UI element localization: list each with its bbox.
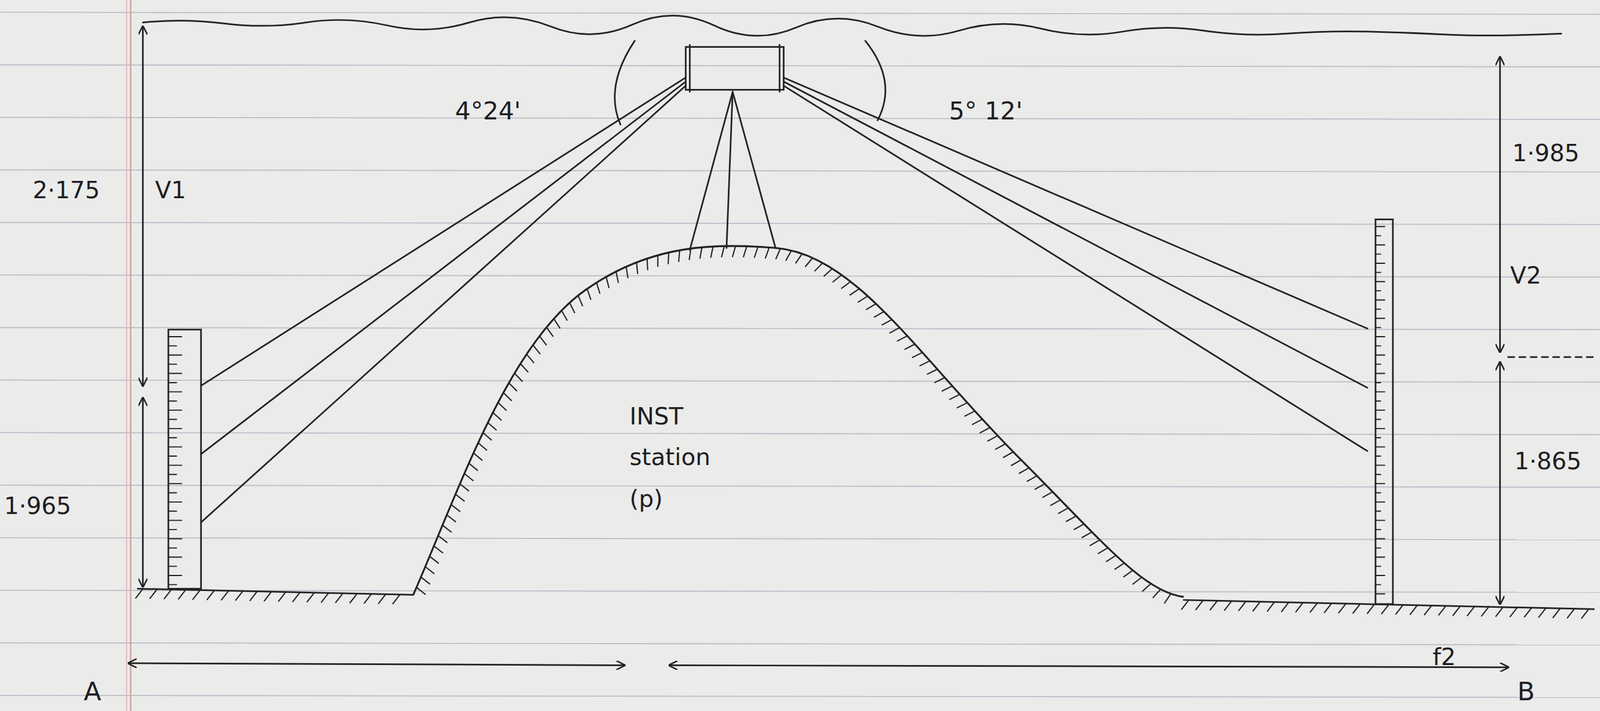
ruled-line [0, 537, 1600, 540]
sight-lines [201, 77, 1368, 523]
distance-arrow [669, 665, 1509, 667]
tripod [689, 91, 733, 251]
ruled-line [0, 432, 1600, 435]
ruled-line [0, 275, 1600, 278]
ruled-line [0, 65, 1600, 67]
hill-hatching [416, 245, 1171, 604]
levelling-staff [168, 329, 202, 589]
ruled-line [0, 327, 1600, 330]
angle-arc [865, 40, 886, 120]
dimension-symbol: V2 [1510, 263, 1542, 289]
dimension-symbol: V1 [155, 177, 187, 203]
point-label: B [1517, 677, 1535, 706]
instrument [685, 47, 784, 91]
ground-hatching [135, 588, 1589, 618]
datum-line [142, 15, 1562, 36]
dashed-level [1508, 356, 1598, 359]
ruled-line [0, 12, 1600, 15]
dimension-line [142, 26, 144, 386]
hill-outline [413, 244, 1184, 598]
distance-arrow [128, 663, 625, 666]
margin-line [125, 0, 128, 711]
ruled-line [0, 695, 1600, 698]
hill-profile [413, 245, 1184, 598]
dimension-line [1499, 362, 1501, 605]
ruled-line [0, 222, 1600, 225]
ruled-lines [0, 12, 1600, 698]
levelling-staff [1375, 219, 1393, 604]
point-label: A [83, 677, 101, 706]
margin-line [129, 0, 132, 711]
dimension-line [1499, 57, 1501, 353]
dimension-line [142, 398, 144, 587]
ruled-line [0, 170, 1600, 172]
tripod [732, 91, 776, 249]
hill-station: INST station (p) [413, 244, 1184, 598]
tripod [726, 91, 733, 249]
dimension-value: 2·175 [32, 177, 101, 203]
dimension-value: 1·985 [1512, 140, 1580, 167]
ruled-line [0, 380, 1600, 383]
angle-label: 5° 12' [949, 97, 1023, 125]
staff-graduations [168, 226, 1385, 594]
angle-label: 4°24' [454, 97, 521, 125]
station-label: INST station (p) [629, 395, 724, 519]
ruled-line [0, 117, 1600, 120]
dimension-value: 1·865 [1514, 448, 1582, 475]
distance-symbol: f2 [1432, 644, 1457, 671]
ruled-line [0, 642, 1600, 645]
dimension-value: 1·965 [4, 493, 72, 520]
